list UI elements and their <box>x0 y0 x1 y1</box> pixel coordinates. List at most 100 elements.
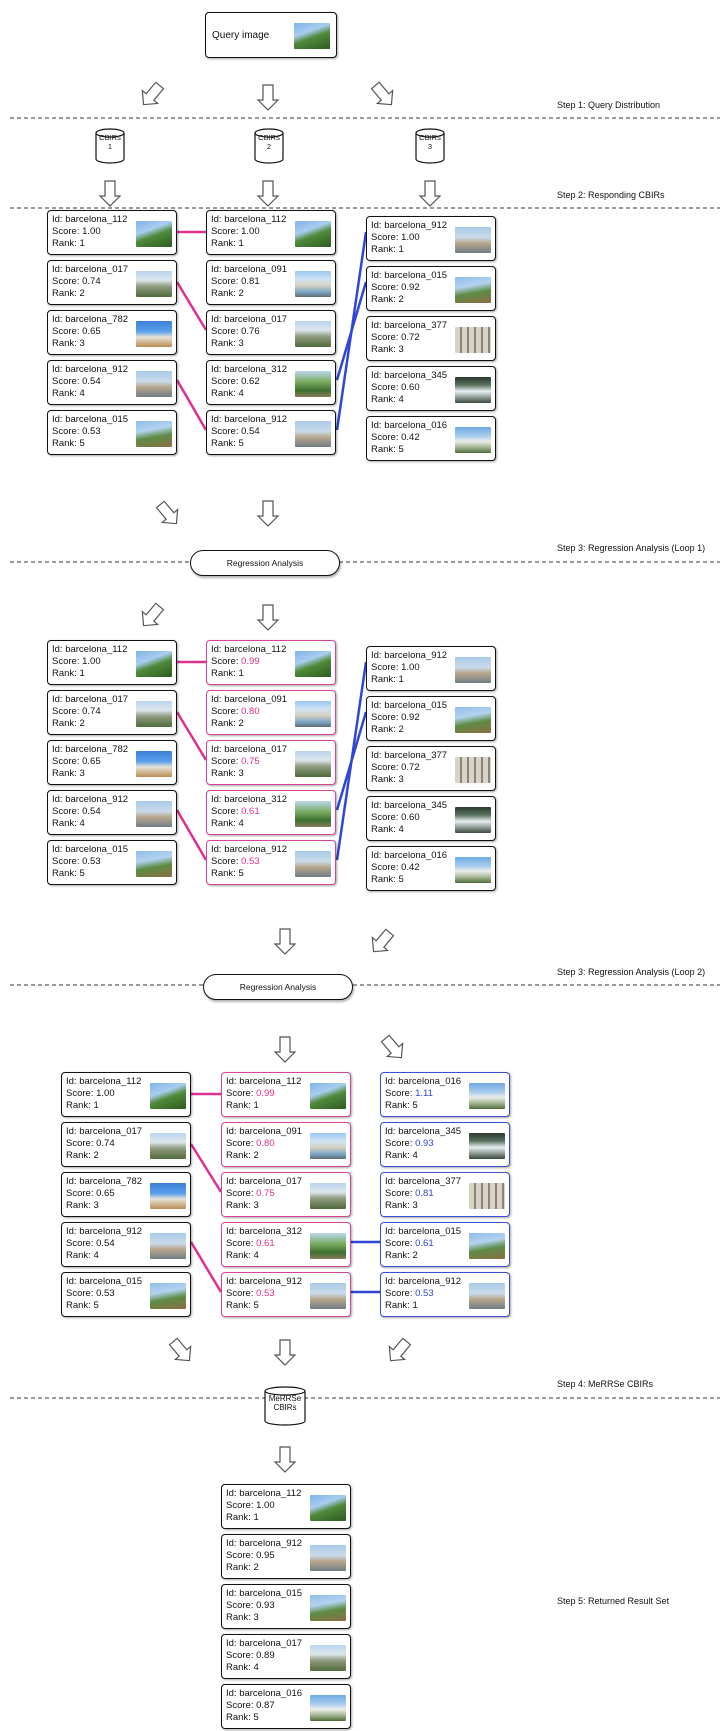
image-id: barcelona_377 <box>398 1176 462 1187</box>
score-value: 0.75 <box>241 756 260 767</box>
score-value: 0.54 <box>96 1238 115 1249</box>
rank-value: 2 <box>398 724 404 735</box>
rank-value: 5 <box>253 1712 259 1723</box>
score-value: 0.75 <box>256 1188 275 1199</box>
image-id: barcelona_912 <box>239 1538 303 1549</box>
score-value: 0.65 <box>96 1188 115 1199</box>
image-id: barcelona_345 <box>384 370 448 381</box>
rank-value: 2 <box>253 1562 259 1573</box>
score-value: 0.53 <box>96 1288 115 1299</box>
id-label: Id: <box>385 1126 399 1137</box>
score-label: Score: <box>52 426 83 437</box>
image-thumbnail <box>136 221 172 247</box>
connectors-stage2 <box>175 660 368 861</box>
regression-analysis-loop1: Regression Analysis <box>190 550 340 576</box>
image-thumbnail <box>150 1183 186 1209</box>
image-id: barcelona_017 <box>79 1126 143 1137</box>
rank-value: 3 <box>253 1200 259 1211</box>
rank-label: Rank: <box>226 1100 254 1111</box>
query-thumbnail <box>294 23 330 49</box>
rank-label: Rank: <box>66 1250 94 1261</box>
id-label: Id: <box>226 1076 240 1087</box>
cbirs-2-line2: 2 <box>266 141 272 151</box>
image-thumbnail <box>136 651 172 677</box>
image-id: barcelona_017 <box>65 694 129 705</box>
image-id: barcelona_912 <box>65 794 129 805</box>
image-id: barcelona_112 <box>65 214 128 225</box>
image-id: barcelona_091 <box>224 694 288 705</box>
rank-label: Rank: <box>385 1200 413 1211</box>
rank-label: Rank: <box>211 238 239 249</box>
score-label: Score: <box>211 756 242 767</box>
image-id: barcelona_016 <box>384 420 448 431</box>
rank-label: Rank: <box>66 1150 94 1161</box>
id-label: Id: <box>52 794 66 805</box>
score-label: Score: <box>66 1288 97 1299</box>
rank-label: Rank: <box>385 1300 413 1311</box>
image-thumbnail <box>310 1283 346 1309</box>
score-value: 0.89 <box>256 1650 275 1661</box>
image-thumbnail <box>310 1233 346 1259</box>
image-id: barcelona_112 <box>224 644 287 655</box>
score-value: 0.74 <box>82 276 101 287</box>
id-label: Id: <box>211 644 225 655</box>
rank-value: 3 <box>253 1612 259 1623</box>
rank-value: 4 <box>93 1250 99 1261</box>
rank-label: Rank: <box>226 1300 254 1311</box>
score-label: Score: <box>66 1138 97 1149</box>
score-label: Score: <box>66 1088 97 1099</box>
image-thumbnail <box>150 1283 186 1309</box>
image-id: barcelona_017 <box>239 1176 303 1187</box>
image-thumbnail <box>295 321 331 347</box>
rank-value: 5 <box>412 1100 418 1111</box>
image-id: barcelona_015 <box>65 414 129 425</box>
score-value: 0.62 <box>241 376 260 387</box>
image-id: barcelona_912 <box>398 1276 462 1287</box>
id-label: Id: <box>52 264 66 275</box>
score-value: 0.92 <box>401 282 420 293</box>
score-value: 1.00 <box>401 662 420 673</box>
id-label: Id: <box>211 844 225 855</box>
rank-value: 4 <box>398 824 404 835</box>
score-label: Score: <box>52 856 83 867</box>
arrows-step2 <box>99 180 441 207</box>
image-thumbnail <box>295 371 331 397</box>
score-value: 0.61 <box>415 1238 434 1249</box>
rank-label: Rank: <box>226 1250 254 1261</box>
score-label: Score: <box>226 1650 257 1661</box>
score-value: 0.99 <box>241 656 260 667</box>
score-value: 1.00 <box>96 1088 115 1099</box>
rank-label: Rank: <box>226 1512 254 1523</box>
image-thumbnail <box>455 757 491 783</box>
score-label: Score: <box>211 276 242 287</box>
